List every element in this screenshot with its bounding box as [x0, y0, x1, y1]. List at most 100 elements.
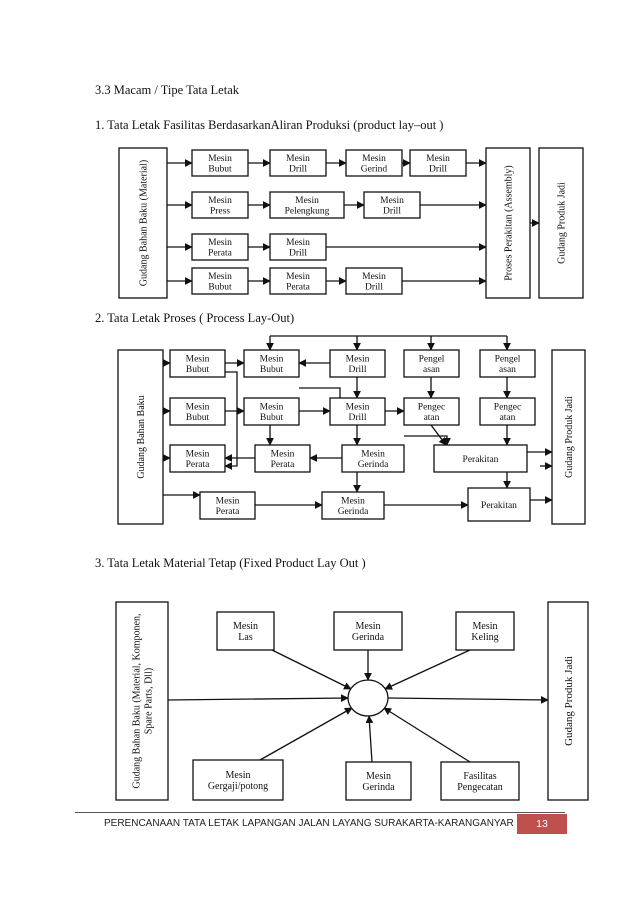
flow-arrow [384, 649, 471, 690]
d2-cross-link-1 [224, 371, 238, 470]
d2-r2-box-5: Pengecatan [479, 397, 536, 426]
flow-arrow [430, 424, 447, 446]
svg-text:Drill: Drill [349, 413, 367, 423]
svg-text:Pengel: Pengel [495, 355, 521, 365]
flow-arrow [271, 649, 352, 690]
d3-gudang-bahan-baku: Gudang Bahan Baku (Material, Komponen,Sp… [115, 601, 169, 801]
svg-text:Mesin: Mesin [286, 154, 310, 164]
svg-text:Mesin: Mesin [233, 621, 258, 632]
svg-text:Mesin: Mesin [271, 450, 295, 460]
svg-text:Mesin: Mesin [260, 355, 284, 365]
svg-text:Gudang Bahan Baku (Material, K: Gudang Bahan Baku (Material, Komponen, [132, 614, 143, 789]
svg-text:Bubut: Bubut [208, 283, 232, 293]
svg-text:Mesin: Mesin [473, 621, 498, 632]
svg-text:Perata: Perata [208, 249, 233, 259]
flow-arrow [365, 715, 374, 763]
svg-text:Perata: Perata [271, 460, 296, 470]
footer-text: PERENCANAAN TATA LETAK LAPANGAN JALAN LA… [104, 818, 514, 829]
svg-text:Mesin: Mesin [341, 497, 365, 507]
d1-proses-perakitan: Proses Perakitan (Assembly) [485, 147, 531, 299]
svg-text:Pengel: Pengel [419, 355, 445, 365]
svg-text:Gudang Produk Jadi: Gudang Produk Jadi [563, 656, 575, 746]
d3-material-to-center [167, 694, 349, 702]
svg-text:Gergaji/potong: Gergaji/potong [208, 781, 268, 792]
svg-text:Bubut: Bubut [260, 365, 284, 375]
item-3-heading: 3. Tata Letak Material Tetap (Fixed Prod… [95, 556, 366, 570]
svg-text:atan: atan [424, 413, 440, 423]
svg-text:Pengec: Pengec [494, 403, 521, 413]
svg-text:Perata: Perata [186, 460, 211, 470]
svg-text:Gudang Bahan Baku: Gudang Bahan Baku [136, 395, 147, 478]
svg-text:Mesin: Mesin [186, 355, 210, 365]
svg-text:Mesin: Mesin [208, 196, 232, 206]
svg-text:Perakitan: Perakitan [481, 501, 517, 511]
svg-text:Mesin: Mesin [208, 154, 232, 164]
svg-text:Drill: Drill [383, 207, 401, 217]
svg-text:Press: Press [210, 207, 230, 217]
svg-text:Mesin: Mesin [361, 450, 385, 460]
svg-text:Mesin: Mesin [286, 238, 310, 248]
svg-text:Gudang Produk Jadi: Gudang Produk Jadi [557, 182, 568, 264]
svg-text:Mesin: Mesin [362, 154, 386, 164]
svg-text:Bubut: Bubut [260, 413, 284, 423]
svg-text:Mesin: Mesin [216, 497, 240, 507]
d2-r4-perakitan: Perakitan [467, 487, 531, 522]
svg-text:Pengecatan: Pengecatan [457, 782, 503, 793]
svg-text:Bubut: Bubut [208, 165, 232, 175]
flow-arrow [259, 707, 353, 761]
svg-text:Gerinda: Gerinda [338, 507, 369, 517]
svg-text:Bubut: Bubut [186, 413, 210, 423]
svg-text:Mesin: Mesin [186, 450, 210, 460]
svg-text:Drill: Drill [349, 365, 367, 375]
footer-rule [75, 812, 565, 813]
svg-text:Gerinda: Gerinda [358, 460, 389, 470]
svg-text:Perata: Perata [286, 283, 311, 293]
svg-text:Drill: Drill [365, 283, 383, 293]
svg-text:Mesin: Mesin [356, 621, 381, 632]
svg-text:Perakitan: Perakitan [463, 455, 499, 465]
svg-text:Spare Parts, Dll): Spare Parts, Dll) [144, 668, 155, 734]
svg-text:Mesin: Mesin [362, 272, 386, 282]
svg-text:Mesin: Mesin [208, 272, 232, 282]
d2-gudang-bahan-baku: Gudang Bahan Baku [117, 349, 164, 525]
svg-text:Proses Perakitan (Assembly): Proses Perakitan (Assembly) [504, 165, 515, 281]
svg-text:Keling: Keling [471, 632, 498, 643]
section-title: 3.3 Macam / Tipe Tata Letak [95, 83, 240, 97]
flow-arrow [383, 707, 471, 763]
svg-text:Drill: Drill [429, 165, 447, 175]
page-number: 13 [517, 814, 567, 834]
flow-arrow [404, 435, 451, 446]
svg-text:Bubut: Bubut [186, 365, 210, 375]
svg-text:Mesin: Mesin [346, 355, 370, 365]
svg-text:Fasilitas: Fasilitas [463, 771, 496, 782]
d2-r3-perakitan: Perakitan [433, 444, 528, 473]
svg-text:Gerinda: Gerinda [362, 782, 395, 793]
item-2-heading: 2. Tata Letak Proses ( Process Lay-Out) [95, 311, 295, 325]
svg-text:Mesin: Mesin [426, 154, 450, 164]
svg-text:Perata: Perata [216, 507, 241, 517]
svg-text:Mesin: Mesin [286, 272, 310, 282]
flow-arrow [299, 387, 341, 398]
d2-gudang-produk-jadi: Gudang Produk Jadi [551, 349, 586, 525]
